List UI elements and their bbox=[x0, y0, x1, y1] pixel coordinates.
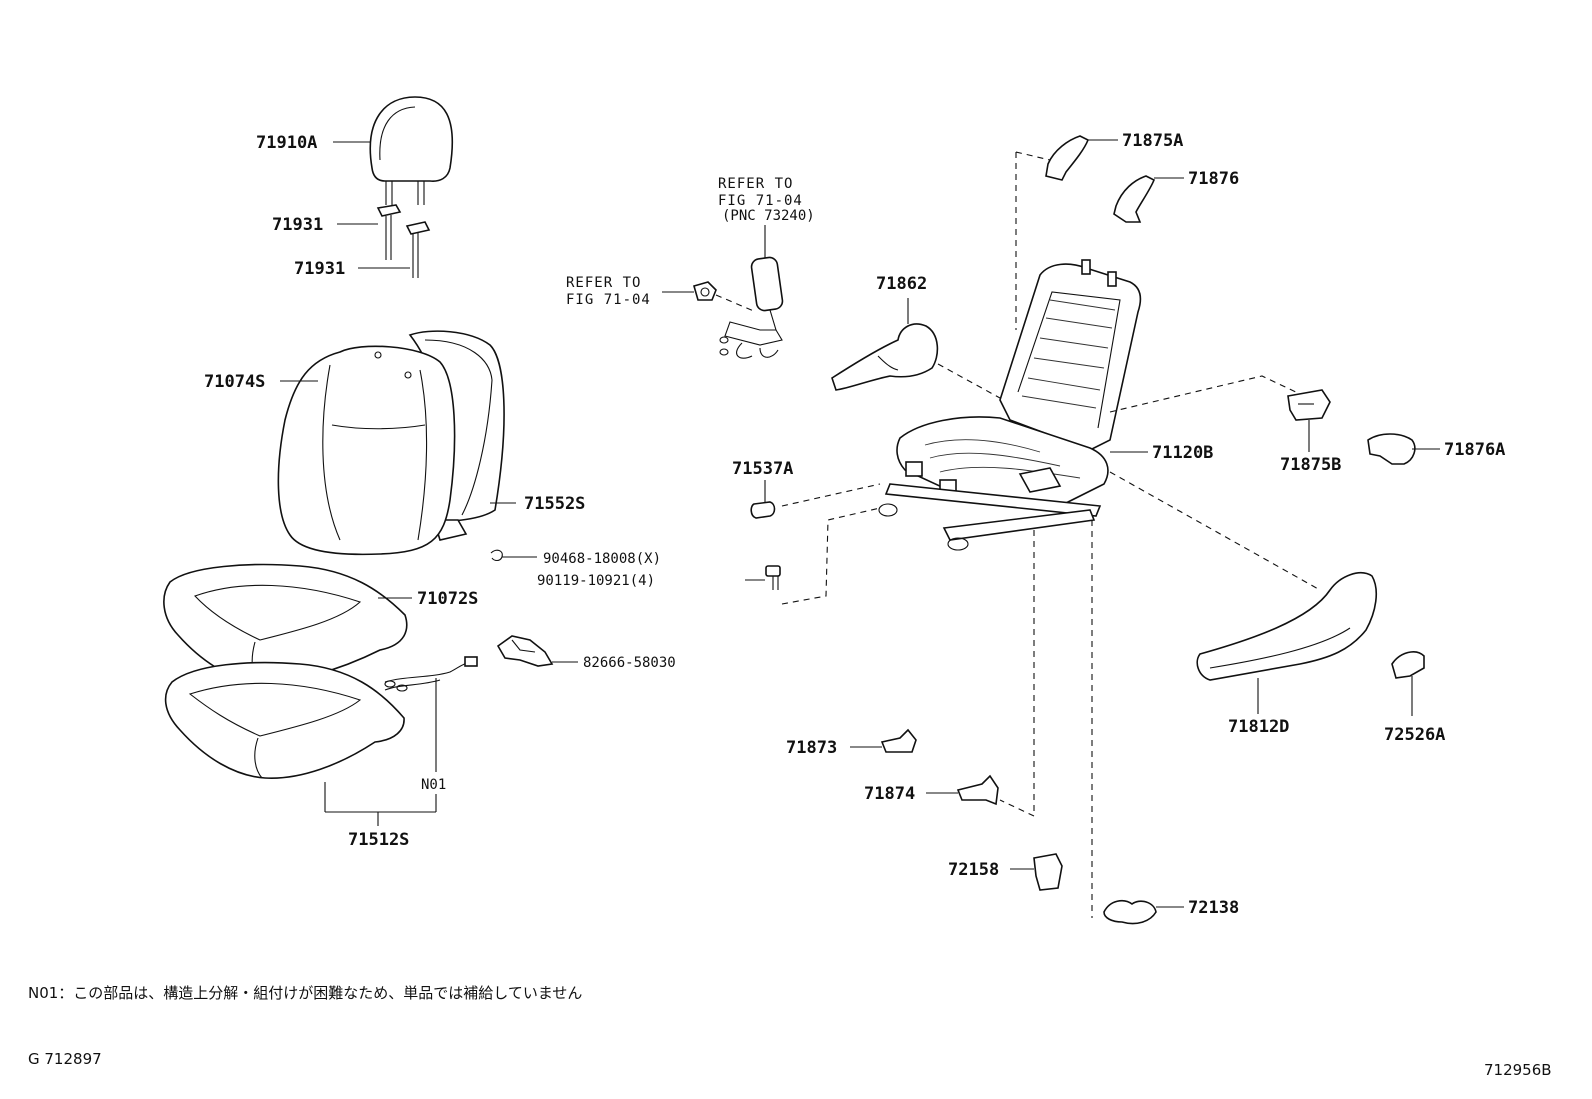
bracket-71876 bbox=[1113, 175, 1156, 223]
refer-note-1-line1: REFER TO bbox=[718, 176, 793, 192]
label-71812D: 71812D bbox=[1228, 717, 1289, 737]
label-N01: N01 bbox=[421, 777, 446, 793]
label-90119: 90119-10921(4) bbox=[537, 573, 655, 589]
headrest-support-left bbox=[376, 204, 402, 260]
knob-72526A bbox=[1391, 651, 1425, 679]
seat-frame-assy bbox=[878, 259, 1142, 551]
label-71876A: 71876A bbox=[1444, 440, 1505, 460]
cover-71876A bbox=[1367, 433, 1416, 465]
figure-id: G 712897 bbox=[28, 1050, 102, 1068]
footnote-N01: N01：この部品は、構造上分解・組付けが困難なため、単品では補給していません bbox=[28, 984, 582, 1002]
headrest-part bbox=[369, 96, 454, 205]
image-code: 712956B bbox=[1484, 1061, 1552, 1079]
label-71875A: 71875A bbox=[1122, 131, 1183, 151]
label-71120B: 71120B bbox=[1152, 443, 1213, 463]
label-71874: 71874 bbox=[864, 784, 915, 804]
label-71875B: 71875B bbox=[1280, 455, 1341, 475]
bracket-71875A bbox=[1045, 135, 1090, 181]
recliner-cover-inner bbox=[831, 323, 939, 391]
hog-ring bbox=[490, 549, 503, 562]
label-71931-b: 71931 bbox=[294, 259, 345, 279]
refer-note-1-line3: (PNC 73240) bbox=[722, 208, 815, 224]
label-71072S: 71072S bbox=[417, 589, 478, 609]
label-72138: 72138 bbox=[1188, 898, 1239, 918]
cover-72138 bbox=[1103, 899, 1157, 925]
occupant-sensor-clip bbox=[496, 635, 554, 667]
label-82666: 82666-58030 bbox=[583, 655, 676, 671]
bolt-part bbox=[765, 565, 781, 590]
label-71910A: 71910A bbox=[256, 133, 317, 153]
bracket-71875B bbox=[1287, 389, 1331, 421]
refer-note-1-line2: FIG 71-04 bbox=[718, 193, 803, 209]
bracket-71873 bbox=[880, 728, 917, 753]
label-71552S: 71552S bbox=[524, 494, 585, 514]
cap-71537A bbox=[750, 501, 776, 519]
label-90468: 90468-18008(X) bbox=[543, 551, 661, 567]
refer-note-2-line1: REFER TO bbox=[566, 275, 641, 291]
label-72158: 72158 bbox=[948, 860, 999, 880]
seatback-cover bbox=[277, 345, 456, 556]
label-71512S: 71512S bbox=[348, 830, 409, 850]
label-71931-a: 71931 bbox=[272, 215, 323, 235]
seat-heater-harness bbox=[384, 656, 478, 692]
cover-72158 bbox=[1033, 853, 1063, 891]
label-71873: 71873 bbox=[786, 738, 837, 758]
refer-note-2-line2: FIG 71-04 bbox=[566, 292, 651, 308]
anchor-nut bbox=[693, 281, 717, 301]
seat-side-shield bbox=[1196, 572, 1378, 681]
bracket-71874 bbox=[956, 774, 999, 806]
label-71074S: 71074S bbox=[204, 372, 265, 392]
label-71537A: 71537A bbox=[732, 459, 793, 479]
seat-cushion-pad bbox=[164, 661, 405, 779]
label-71876: 71876 bbox=[1188, 169, 1239, 189]
seatbelt-buckle bbox=[719, 256, 784, 359]
headrest-support-right bbox=[405, 221, 431, 278]
label-71862: 71862 bbox=[876, 274, 927, 294]
label-72526A: 72526A bbox=[1384, 725, 1445, 745]
